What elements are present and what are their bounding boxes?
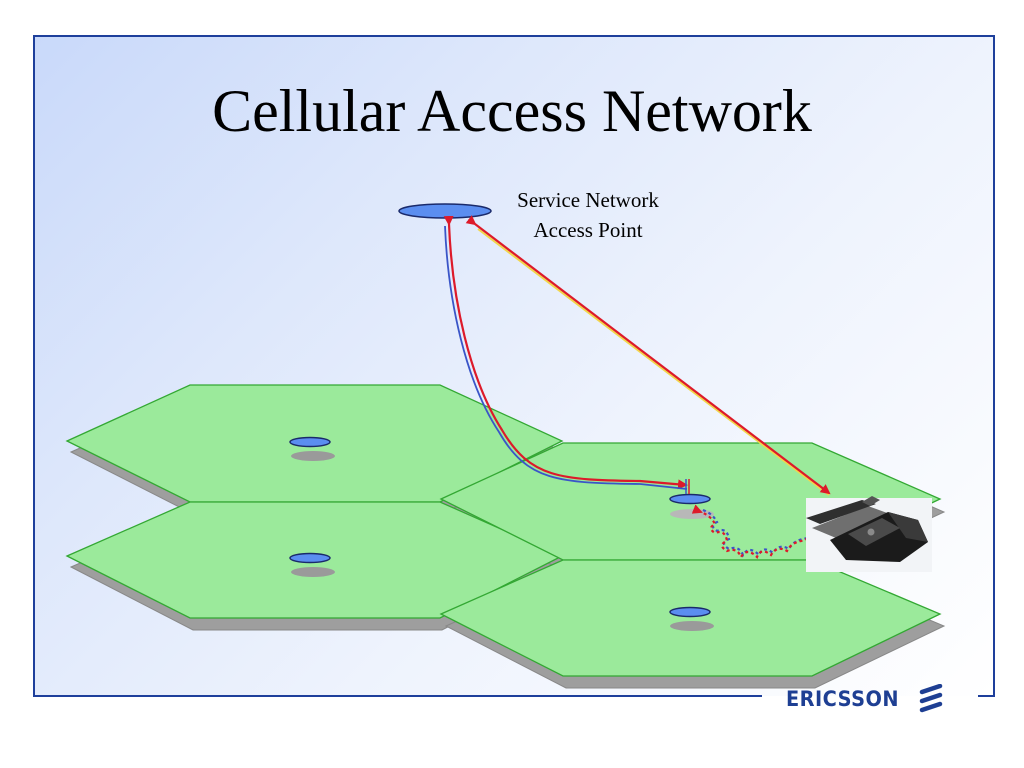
slide-title: Cellular Access Network (212, 78, 812, 144)
ericsson-logo-text: ERICSSON (786, 687, 900, 711)
slide-frame (33, 35, 995, 697)
access-point-label-line2: Access Point (533, 218, 643, 242)
access-point-label-line1: Service Network (517, 188, 659, 212)
base-station-icon (669, 606, 714, 631)
ericsson-logo: ERICSSON (786, 684, 943, 714)
cell-hex-bottom-right (439, 559, 942, 677)
direct-link (465, 215, 831, 496)
base-station-icon (289, 552, 335, 577)
mobile-phone-icon (806, 496, 932, 572)
base-station-icon (289, 436, 335, 461)
access-point-label: Service Network Access Point (478, 185, 698, 245)
ericsson-logo-icon (919, 684, 943, 713)
radio-link (691, 504, 817, 560)
